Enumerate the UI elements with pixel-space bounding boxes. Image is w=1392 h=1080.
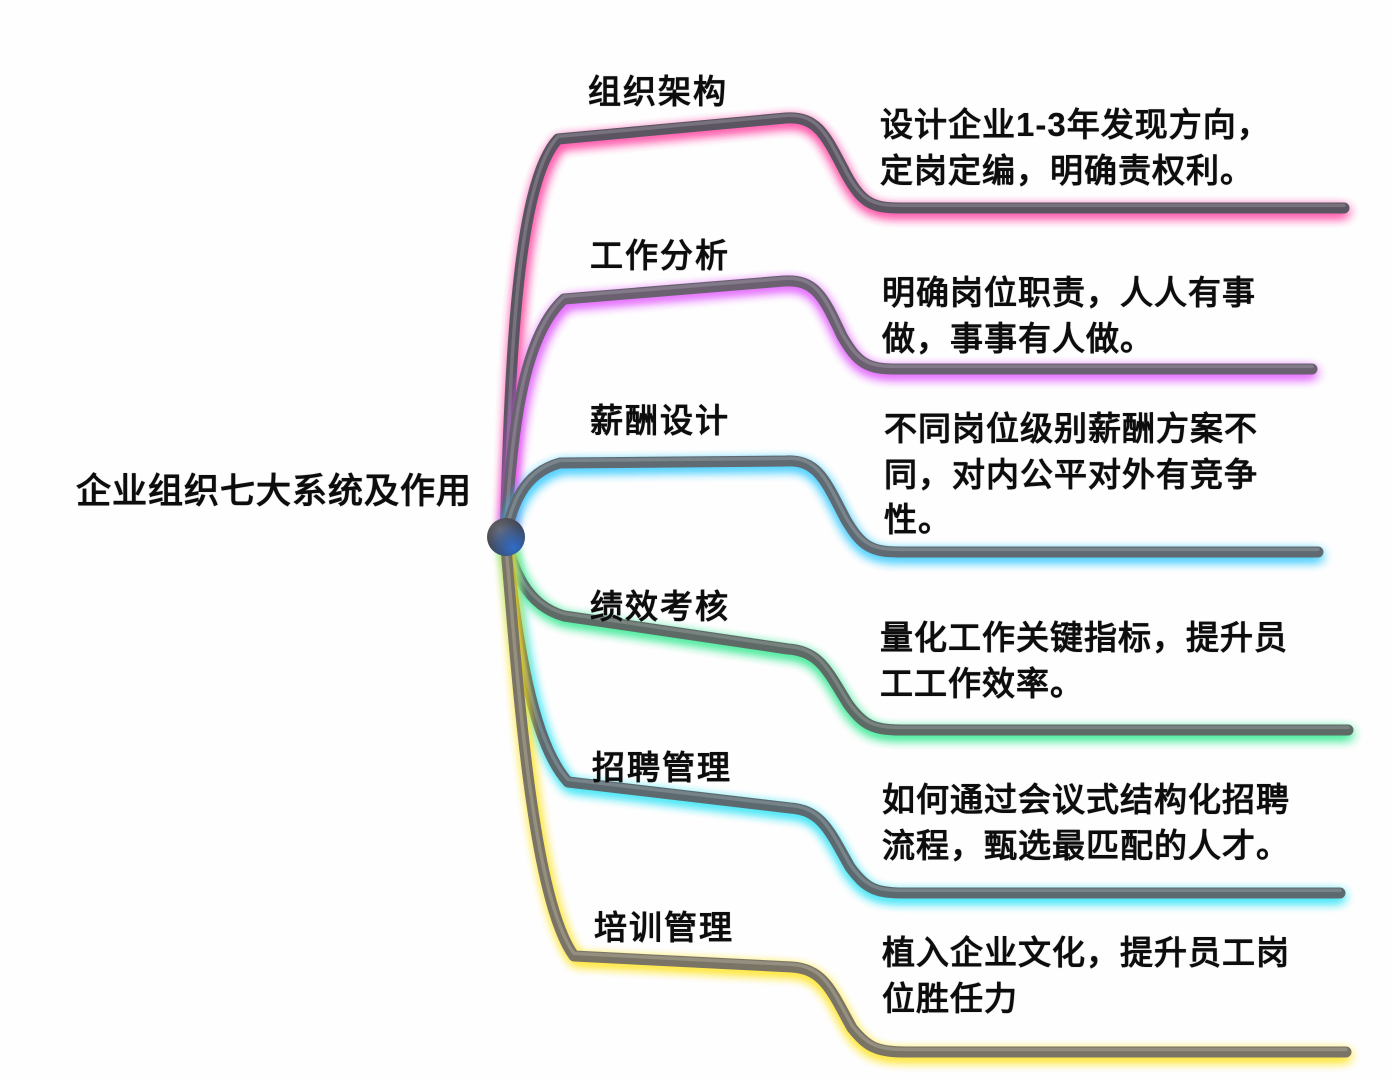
branch-label-2[interactable]: 工作分析 (590, 237, 730, 274)
branch-description-3: 不同岗位级别薪酬方案不 同，对内公平对外有竞争 性。 (884, 410, 1258, 539)
root-label: 企业组织七大系统及作用 (76, 472, 473, 511)
branch-label-6[interactable]: 培训管理 (594, 909, 734, 946)
branch-description-5: 如何通过会议式结构化招聘 流程，甄选最匹配的人才。 (882, 781, 1290, 864)
branch-wire-4 (499, 531, 1354, 739)
branch-label-5[interactable]: 招聘管理 (592, 749, 732, 786)
branch-description-1: 设计企业1-3年发现方向， 定岗定编，明确责权利。 (880, 106, 1271, 189)
branch-description-4: 量化工作关键指标，提升员 工工作效率。 (880, 619, 1288, 702)
branch-wire-3 (499, 455, 1324, 561)
branch-description-6: 植入企业文化，提升员工岗 位胜任力 (882, 934, 1290, 1017)
branch-wire-1 (499, 112, 1350, 543)
branch-label-1[interactable]: 组织架构 (588, 73, 728, 110)
branch-description-2: 明确岗位职责，人人有事 做，事事有人做。 (882, 274, 1256, 357)
branch-label-3[interactable]: 薪酬设计 (590, 402, 730, 439)
branch-label-4[interactable]: 绩效考核 (590, 588, 730, 625)
branch-wire-6 (499, 531, 1352, 1061)
center-hub-node[interactable] (487, 518, 525, 556)
branch-wire-2 (499, 275, 1318, 543)
